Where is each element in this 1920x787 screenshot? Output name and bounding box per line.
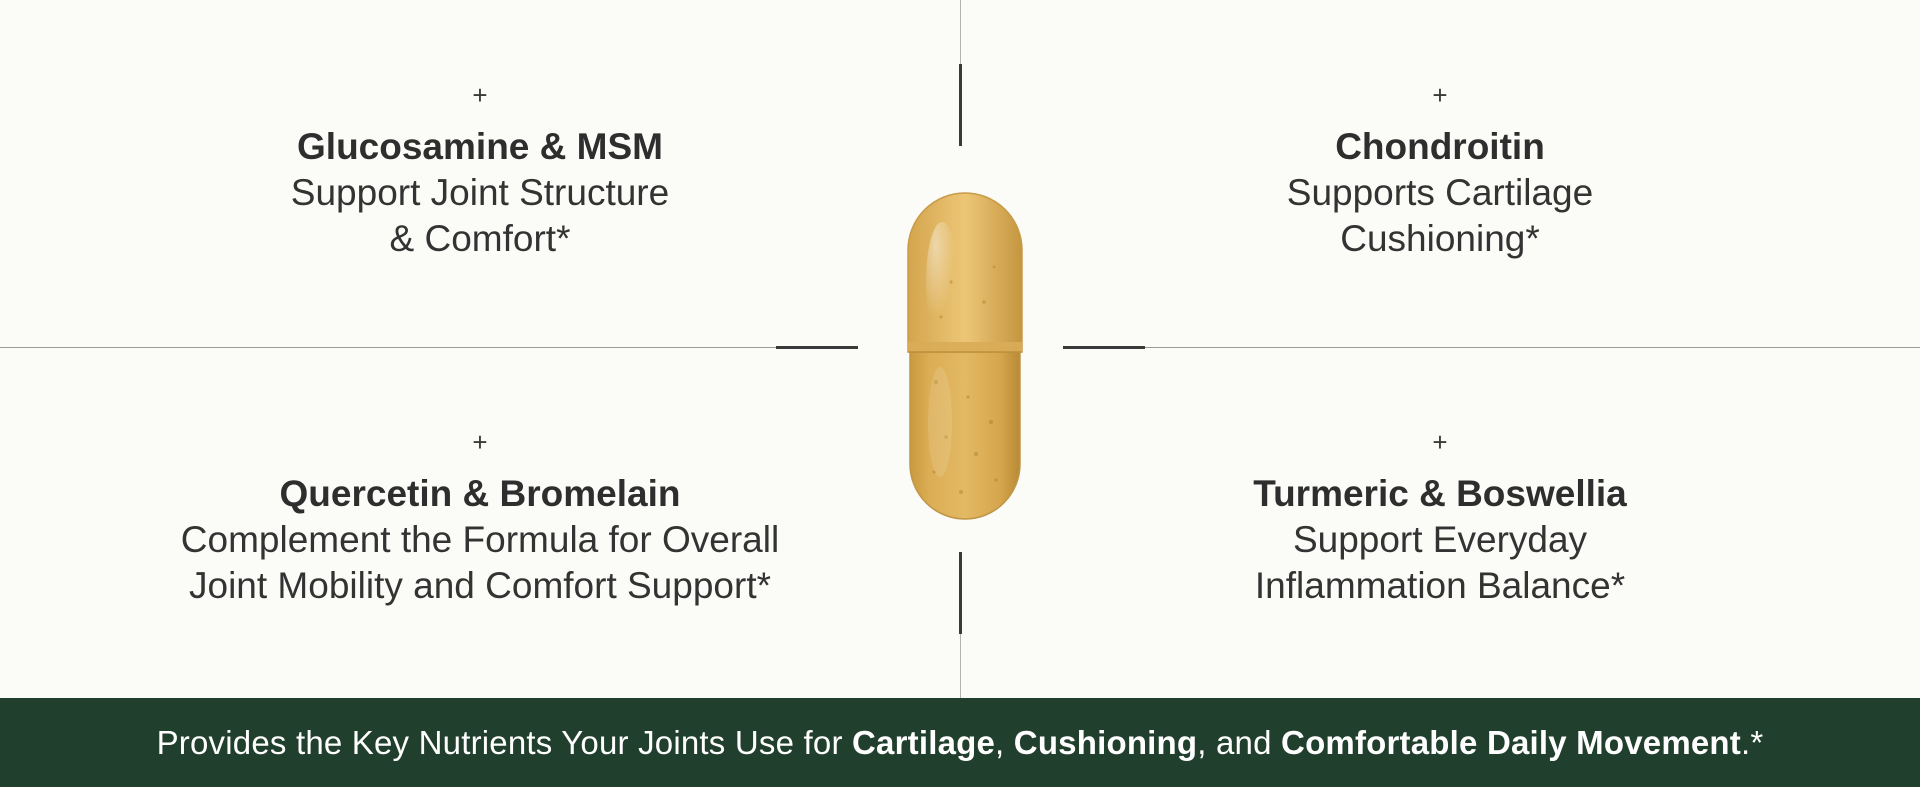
vertical-accent-top — [959, 64, 962, 146]
ingredient-desc-line1: Supports Cartilage — [1286, 172, 1594, 213]
capsule-image — [906, 192, 1024, 522]
horizontal-divider-right — [1144, 347, 1920, 348]
footer-text: Provides the Key Nutrients Your Joints U… — [157, 724, 1764, 762]
footer-highlight-cushioning: Cushioning — [1013, 723, 1198, 761]
ingredient-turmeric-boswellia: + Turmeric & Boswellia Support Everyday … — [1060, 429, 1820, 609]
ingredient-desc-line2: Inflammation Balance* — [1254, 565, 1626, 606]
vertical-divider-top — [960, 0, 961, 64]
plus-icon: + — [1432, 427, 1448, 457]
ingredient-quercetin-bromelain: + Quercetin & Bromelain Complement the F… — [100, 429, 860, 609]
ingredient-desc-line2: & Comfort* — [389, 218, 571, 259]
footer-banner: Provides the Key Nutrients Your Joints U… — [0, 698, 1920, 787]
ingredient-title: Turmeric & Boswellia — [1253, 473, 1627, 514]
plus-icon: + — [1432, 80, 1448, 110]
footer-separator: , — [995, 723, 1014, 761]
footer-highlight-cartilage: Cartilage — [852, 723, 996, 761]
ingredient-glucosamine-msm: + Glucosamine & MSM Support Joint Struct… — [100, 82, 860, 262]
plus-icon: + — [472, 80, 488, 110]
ingredient-title: Chondroitin — [1335, 126, 1545, 167]
horizontal-accent-right — [1063, 346, 1145, 349]
ingredient-desc-line1: Support Everyday — [1292, 519, 1588, 560]
ingredient-chondroitin: + Chondroitin Supports Cartilage Cushion… — [1060, 82, 1820, 262]
horizontal-divider-left — [0, 347, 776, 348]
ingredients-panel: + Glucosamine & MSM Support Joint Struct… — [0, 0, 1920, 698]
ingredient-title: Quercetin & Bromelain — [279, 473, 681, 514]
vertical-accent-bottom — [959, 552, 962, 634]
footer-text-part1: Provides the Key Nutrients Your Joints U… — [156, 723, 853, 761]
footer-text-end: .* — [1740, 723, 1764, 761]
ingredient-title: Glucosamine & MSM — [297, 126, 663, 167]
footer-separator: , and — [1197, 723, 1282, 761]
vertical-divider-bottom — [960, 634, 961, 698]
horizontal-accent-left — [776, 346, 858, 349]
footer-highlight-movement: Comfortable Daily Movement — [1281, 723, 1741, 761]
ingredient-desc-line1: Support Joint Structure — [290, 172, 670, 213]
plus-icon: + — [472, 427, 488, 457]
capsule-icon — [907, 192, 1023, 520]
ingredient-desc-line2: Joint Mobility and Comfort Support* — [189, 565, 771, 606]
ingredient-desc-line2: Cushioning* — [1340, 218, 1540, 259]
ingredient-desc-line1: Complement the Formula for Overall — [180, 519, 780, 560]
